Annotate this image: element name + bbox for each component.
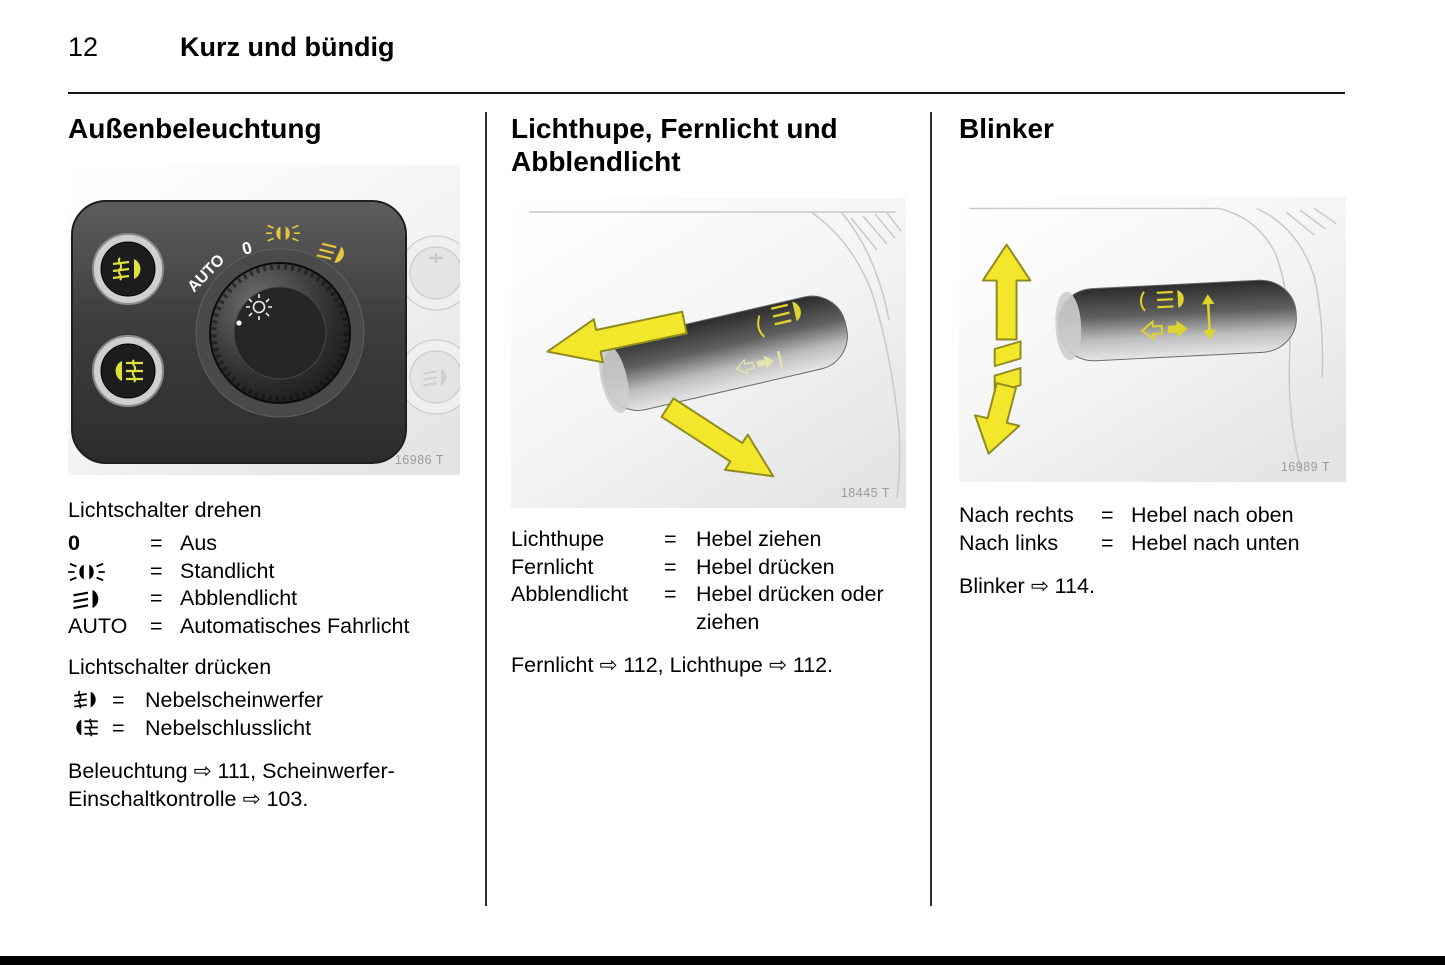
abblendlicht-icon: [72, 588, 100, 610]
nebelschlusslicht-icon: [75, 717, 99, 737]
cross-reference-text: Fernlicht ⇨ 112, Lichthupe ⇨ 112.: [511, 653, 834, 677]
page-header: 12 Kurz und bündig: [68, 32, 394, 63]
equals-sign: =: [112, 715, 125, 740]
rear-fog-button: [92, 335, 164, 407]
value-nebelschlusslicht: Nebelschlusslicht: [145, 715, 312, 740]
stalk-function-table: Lichthupe = Hebel ziehen Fernlicht = Heb…: [511, 526, 904, 636]
symbol-auto: AUTO: [68, 613, 128, 638]
cross-reference-text: Blinker ⇨ 114.: [959, 574, 1095, 598]
headlight-stalk-image: [511, 198, 906, 508]
headlight-stalk-illustration: 18445 T: [511, 198, 906, 508]
image-caption: 16986 T: [394, 453, 444, 467]
image-caption: 18445 T: [840, 486, 890, 500]
term-abblendlicht: Abblendlicht: [511, 582, 629, 606]
term-lichthupe: Lichthupe: [511, 527, 605, 551]
rear-fog-icon: [114, 358, 145, 384]
column-aussenbeleuchtung: Außenbeleuchtung: [68, 112, 485, 906]
highbeam-icon: [1155, 288, 1186, 311]
arrow-up: [981, 243, 1032, 341]
equals-sign: =: [150, 531, 163, 555]
equals-sign: =: [1101, 530, 1114, 555]
equals-sign: =: [112, 688, 125, 712]
equals-sign: =: [664, 582, 677, 606]
section-title-lichthupe: Lichthupe, Fernlicht und Abblendlicht: [511, 113, 838, 177]
front-fog-button: [92, 233, 164, 305]
light-switch-rotate-table: 0 = Aus = Standlicht = Abblendlicht AUTO…: [68, 530, 460, 640]
dashboard-outline: [529, 211, 902, 499]
value-standlicht: Standlicht: [180, 558, 275, 583]
term-nach-links: Nach links: [959, 530, 1059, 555]
light-switch-press-table: = Nebelscheinwerfer = Nebelschlusslicht: [68, 687, 460, 742]
value-hebel-druecken-oder-ziehen: Hebel drücken oder ziehen: [696, 582, 884, 634]
light-switch-illustration: AUTO 0 16986 T: [68, 165, 460, 475]
equals-sign: =: [1101, 503, 1114, 527]
chapter-title: Kurz und bündig: [180, 32, 395, 62]
equals-sign: =: [664, 554, 677, 579]
pull-push-arrows: [546, 310, 775, 478]
standlicht-icon: [68, 562, 105, 581]
value-auto-fahrlicht: Automatisches Fahrlicht: [180, 613, 410, 638]
blinker-stalk-illustration: 16989 T: [959, 197, 1346, 482]
value-hebel-nach-unten: Hebel nach unten: [1131, 530, 1300, 555]
value-hebel-ziehen: Hebel ziehen: [696, 527, 822, 551]
image-caption: 16989 T: [1280, 460, 1330, 474]
up-down-icon: [1201, 294, 1216, 340]
page-number: 12: [68, 32, 99, 62]
symbol-zero: 0: [68, 531, 80, 555]
lever-direction-arrows: [974, 243, 1032, 455]
value-aus: Aus: [180, 531, 218, 555]
light-switch-panel-image: AUTO 0: [68, 165, 460, 475]
flash-pull-icons: [735, 350, 784, 375]
turn-left-right-icons: [1140, 319, 1188, 341]
column-lichthupe-fernlicht: Lichthupe, Fernlicht und Abblendlicht: [485, 112, 930, 906]
blinker-stalk-image: [959, 197, 1346, 482]
section-title-blinker: Blinker: [959, 113, 1054, 144]
equals-sign: =: [664, 527, 677, 551]
term-nach-rechts: Nach rechts: [959, 503, 1074, 527]
stalk-body: [599, 295, 848, 414]
value-hebel-druecken: Hebel drücken: [696, 554, 835, 579]
page-bottom-edge: [0, 956, 1445, 965]
column-blinker: Blinker: [930, 112, 1346, 906]
section-title-aussenbeleuchtung: Außenbeleuchtung: [68, 113, 322, 144]
header-rule: [68, 92, 1345, 94]
term-fernlicht: Fernlicht: [511, 554, 594, 579]
blinker-function-table: Nach rechts = Hebel nach oben Nach links…: [959, 502, 1345, 557]
value-nebelscheinwerfer: Nebelscheinwerfer: [145, 688, 324, 712]
rotary-light-knob: [195, 248, 365, 418]
cross-reference-text: Beleuchtung ⇨ 111, Scheinwerfer-Einschal…: [68, 759, 395, 811]
three-column-layout: Außenbeleuchtung: [68, 112, 1346, 906]
arrow-down: [974, 382, 1021, 455]
value-abblendlicht: Abblendlicht: [180, 586, 298, 610]
rotate-heading: Lichtschalter drehen: [68, 498, 262, 522]
equals-sign: =: [150, 558, 163, 583]
equals-sign: =: [150, 613, 163, 638]
nebelscheinwerfer-icon: [73, 690, 97, 709]
stalk-body: [1055, 279, 1297, 362]
arrow-segment-1: [993, 340, 1022, 368]
knob-indicator-icon: [246, 294, 272, 320]
equals-sign: =: [150, 586, 163, 610]
press-heading: Lichtschalter drücken: [68, 655, 272, 679]
value-hebel-nach-oben: Hebel nach oben: [1131, 503, 1294, 527]
